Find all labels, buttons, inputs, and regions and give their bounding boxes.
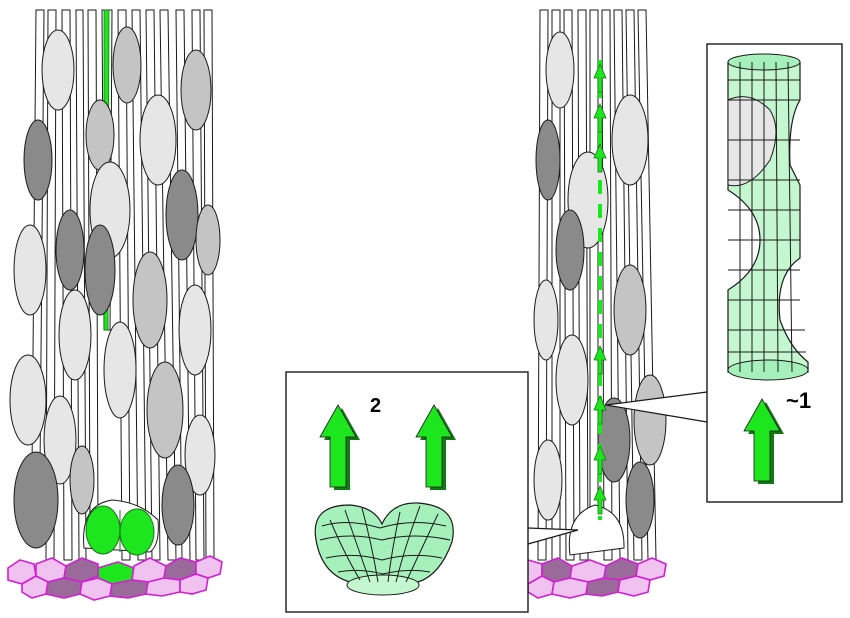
right-green-process (593, 60, 607, 520)
up-arrow-icon (593, 62, 607, 515)
inset-process-panel: ~1 (605, 43, 843, 503)
inset-division-label: 2 (370, 395, 381, 417)
right-base-cell (568, 504, 625, 556)
left-column (7, 9, 223, 601)
right-column (513, 9, 667, 599)
right-cell-bodies (533, 31, 667, 539)
inset-process-label: ~1 (786, 388, 811, 413)
left-green-dividing-cell (83, 499, 159, 556)
dividing-cell-mesh (314, 502, 454, 596)
inset-division-panel: 2 (285, 371, 579, 613)
up-arrow-icon (415, 404, 456, 490)
inset-division-pointer (527, 527, 579, 545)
process-cylinder-mesh (727, 53, 809, 381)
inset-process-pointer (605, 391, 708, 423)
up-arrow-icon (319, 404, 360, 490)
left-cell-bodies (9, 26, 221, 549)
up-arrow-icon (743, 398, 784, 484)
right-epithelium-base (513, 557, 667, 599)
left-epithelium-base (7, 555, 223, 601)
